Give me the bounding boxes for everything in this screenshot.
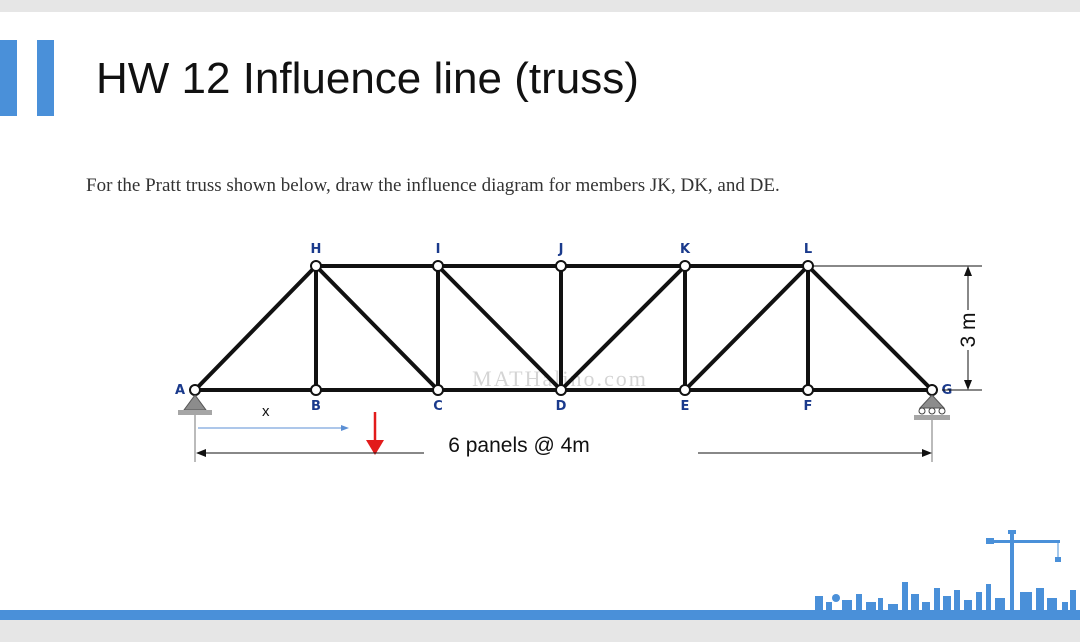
height-dimension <box>812 265 982 391</box>
node-label-h: H <box>311 242 322 257</box>
node-label-c: C <box>433 399 443 414</box>
slide-title: HW 12 Influence line (truss) <box>96 54 639 103</box>
slide: HW 12 Influence line (truss) For the Pra… <box>0 12 1080 610</box>
node-label-l: L <box>804 242 812 257</box>
diagonal-kd <box>559 264 687 392</box>
truss-joints <box>189 260 938 396</box>
moving-load-arrow-icon <box>366 412 384 455</box>
crane-skyline-icon <box>815 530 1076 610</box>
node-label-k: K <box>680 242 691 257</box>
node-label-e: E <box>681 399 690 414</box>
pratt-truss-diagram: MATHalino.com H I J <box>175 242 1076 610</box>
title-accent-bar <box>37 40 54 116</box>
node-label-d: D <box>556 399 567 414</box>
roller-support-icon <box>914 394 950 462</box>
span-label: 6 panels @ 4m <box>448 434 590 457</box>
title-accent-bar <box>0 40 17 116</box>
diagonal-le <box>683 264 810 392</box>
problem-statement: For the Pratt truss shown below, draw th… <box>86 175 780 196</box>
node-label-b: B <box>311 399 321 414</box>
diagonal-hc <box>314 264 440 392</box>
load-position-label: x <box>262 403 270 420</box>
node-label-j: J <box>558 242 564 257</box>
node-label-i: I <box>436 242 441 257</box>
node-label-f: F <box>804 399 813 414</box>
footer-band <box>0 610 1080 620</box>
span-dimension <box>196 449 932 457</box>
diagonal-id <box>436 264 563 392</box>
node-label-a: A <box>175 383 185 398</box>
pin-support-icon <box>178 394 212 462</box>
height-label: 3 m <box>957 312 980 347</box>
end-post-left <box>193 264 318 392</box>
end-post-right <box>806 264 934 392</box>
